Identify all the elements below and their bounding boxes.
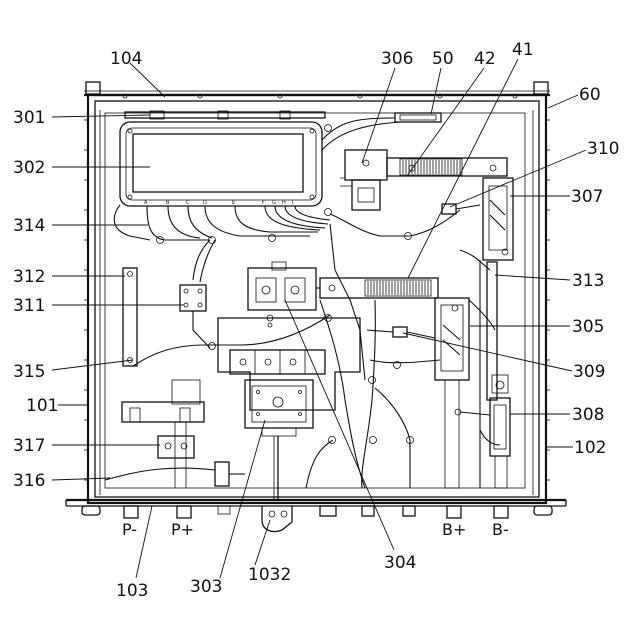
label-304: 304 xyxy=(384,553,416,573)
right-conduits xyxy=(445,260,507,488)
label-42: 42 xyxy=(474,49,496,69)
label-313: 313 xyxy=(572,271,604,291)
label-307: 307 xyxy=(571,187,603,207)
connector-letter: C xyxy=(186,200,190,206)
terminal-b-plus: B+ xyxy=(442,520,466,539)
label-102: 102 xyxy=(574,438,606,458)
component-312-bar xyxy=(123,268,137,366)
terminal-b-minus: B- xyxy=(492,520,509,539)
label-310: 310 xyxy=(587,139,619,159)
label-301: 301 xyxy=(13,108,45,128)
terminal-p-plus: P+ xyxy=(171,520,194,539)
component-305-fuse xyxy=(435,298,495,380)
reference-labels: 104 306 50 42 41 60 301 302 310 307 314 … xyxy=(13,40,619,601)
label-316: 316 xyxy=(13,471,45,491)
component-317-bracket xyxy=(122,380,204,488)
display-connector-letters: A B C D E F G H I xyxy=(144,200,293,206)
label-309: 309 xyxy=(573,362,605,382)
label-50: 50 xyxy=(432,49,454,69)
connector-letter: D xyxy=(203,200,207,206)
label-103: 103 xyxy=(116,581,148,601)
component-303-breaker xyxy=(245,380,313,500)
label-41: 41 xyxy=(512,40,534,60)
component-50-slot xyxy=(395,113,441,122)
label-314: 314 xyxy=(13,216,45,236)
label-303: 303 xyxy=(190,577,222,597)
component-1032-bracket xyxy=(262,506,292,532)
label-302: 302 xyxy=(13,158,45,178)
label-1032: 1032 xyxy=(248,565,291,585)
label-305: 305 xyxy=(572,317,604,337)
cable-315 xyxy=(133,315,332,367)
label-101: 101 xyxy=(26,396,58,416)
label-315: 315 xyxy=(13,362,45,382)
label-311: 311 xyxy=(13,296,45,316)
component-307-fuse xyxy=(483,178,513,260)
center-contactor xyxy=(248,262,320,327)
bottom-glands xyxy=(124,506,508,518)
label-312: 312 xyxy=(13,267,45,287)
connector-letter: B xyxy=(166,200,170,206)
connector-letter: A xyxy=(144,200,148,206)
terminal-p-minus: P- xyxy=(122,520,137,539)
label-60: 60 xyxy=(579,85,601,105)
component-311-relay xyxy=(180,285,210,348)
terminal-labels: P- P+ B+ B- xyxy=(122,520,509,539)
component-301-rail xyxy=(125,111,325,119)
connector-letter: F xyxy=(262,200,265,206)
component-302-display xyxy=(120,122,322,206)
component-308-fuse xyxy=(455,375,510,456)
label-308: 308 xyxy=(572,405,604,425)
component-310-connector xyxy=(442,204,480,214)
upper-cables xyxy=(322,118,460,380)
component-41-busbar xyxy=(320,278,438,298)
component-42-busbar xyxy=(387,158,507,176)
label-306: 306 xyxy=(381,49,413,69)
connector-letter: H xyxy=(282,200,286,206)
label-317: 317 xyxy=(13,436,45,456)
connector-letter: G xyxy=(272,200,276,206)
label-104: 104 xyxy=(110,49,142,69)
terminal-strip xyxy=(230,350,325,374)
connector-letter: I xyxy=(292,200,293,206)
connector-letter: E xyxy=(232,200,235,206)
